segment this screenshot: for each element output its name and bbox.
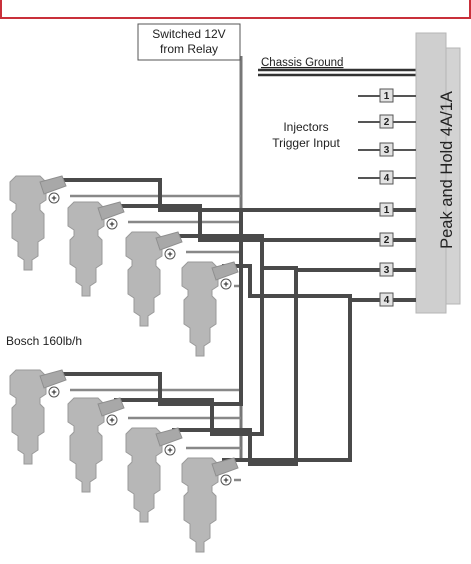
controller-label: Peak and Hold 4A/1A [438,91,456,249]
peak-hold-controller: Peak and Hold 4A/1A [415,32,461,314]
output-terminal-3: 3 [379,262,394,277]
plus-mark: + [167,445,172,455]
trigger-terminal-1-label: 1 [384,91,390,102]
chassis-ground-wires: Chassis Ground [258,57,418,77]
injector-upper-3 [125,231,183,327]
injector-upper-2 [67,201,125,297]
trigger-terminal-3-label: 3 [384,145,390,156]
trigger-terminal-2: 2 [379,114,394,129]
output-terminal-2-label: 2 [384,235,390,246]
output-terminal-4-label: 4 [384,295,390,306]
relay-label-box: Switched 12V from Relay [137,23,241,61]
polarity-marks: + + + + + + + + [51,193,228,485]
injector-lower-3 [125,427,183,523]
output-terminal-1-label: 1 [384,205,390,216]
trigger-terminal-2-label: 2 [384,117,390,128]
trigger-terminal-3: 3 [379,142,394,157]
output-terminal-1: 1 [379,202,394,217]
plus-mark: + [167,249,172,259]
injector-upper-4 [181,261,239,357]
plus-mark: + [51,387,56,397]
trigger-terminal-4-label: 4 [384,173,390,184]
injector-model-label: Bosch 160lb/h [6,334,82,348]
trigger-terminal-4: 4 [379,170,394,185]
relay-label-line2: from Relay [160,42,218,56]
injector-upper-1 [9,175,67,271]
plus-mark: + [223,279,228,289]
injector-lower-2 [67,397,125,493]
plus-mark: + [109,415,114,425]
trigger-label-line2: Trigger Input [272,136,340,150]
injector-lower-1 [9,369,67,465]
injector-lower-4 [181,457,239,553]
plus-mark: + [109,219,114,229]
plus-mark: + [223,475,228,485]
trigger-terminal-1: 1 [379,88,394,103]
relay-label-line1: Switched 12V [152,27,225,41]
output-terminal-4: 4 [379,292,394,307]
page-frame [0,0,471,19]
trigger-label-line1: Injectors [283,120,328,134]
chassis-ground-label: Chassis Ground [261,57,343,69]
output-terminal-2: 2 [379,232,394,247]
output-terminal-3-label: 3 [384,265,390,276]
trigger-input-wires [358,95,416,179]
output-wires [56,178,416,466]
power-feed-wires [70,194,241,482]
plus-mark: + [51,193,56,203]
